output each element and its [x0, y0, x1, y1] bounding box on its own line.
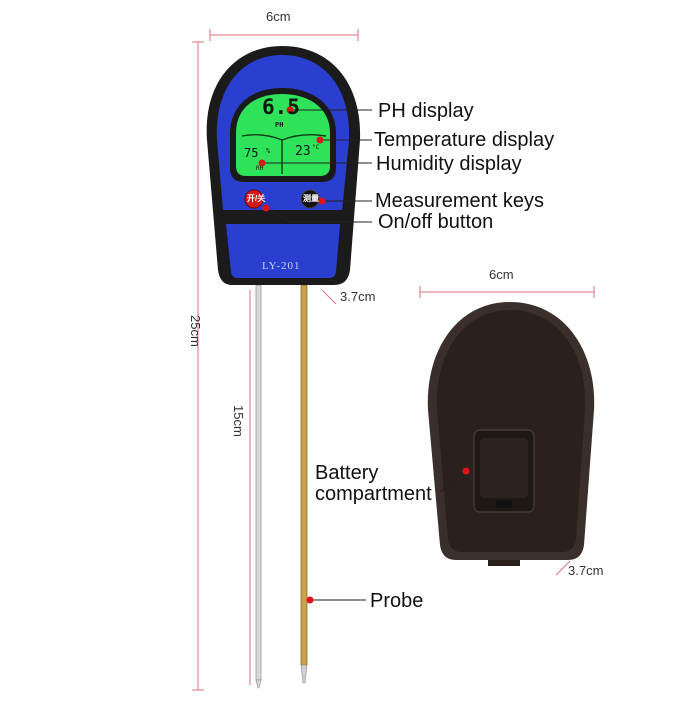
dimension-lines	[192, 29, 595, 691]
humidity-display-label: Humidity display	[376, 153, 522, 175]
power-callout-line-a	[265, 207, 291, 223]
measure-callout-dot	[318, 197, 326, 205]
probe-callout-dot	[306, 596, 314, 604]
back-thickness-line	[555, 560, 571, 576]
measure-button-shape	[300, 189, 320, 209]
silver-probe-tip	[255, 679, 262, 689]
power-button-shape	[244, 189, 264, 209]
humidity-callout-dot	[258, 159, 266, 167]
temperature-callout-dot	[316, 136, 324, 144]
power-button-label: 开/关	[247, 194, 266, 203]
callout-lines	[262, 109, 467, 601]
power-callout-dot	[262, 204, 270, 212]
back-thickness-label: 3.7cm	[568, 563, 604, 578]
gold-probe	[300, 284, 308, 666]
battery-label-line1: Battery	[315, 462, 379, 484]
front-thickness-label: 3.7cm	[340, 289, 376, 304]
battery-latch	[496, 500, 512, 508]
front-device	[206, 46, 361, 689]
device-band	[220, 210, 346, 222]
battery-label-line2: compartment	[315, 483, 432, 505]
on-off-button-label: On/off button	[378, 211, 494, 233]
gold-probe-tip	[300, 664, 308, 684]
measure-button-label: 测量	[303, 194, 319, 203]
humidity-unit: %	[266, 147, 271, 155]
battery-callout-dot	[462, 467, 470, 475]
device-face-lower	[226, 224, 340, 278]
lcd-dividers	[241, 133, 327, 174]
back-base-tab	[488, 560, 520, 566]
ph-reading: 6.5	[262, 95, 300, 119]
battery-callout-line	[439, 470, 467, 493]
measurement-keys-label: Measurement keys	[375, 190, 544, 212]
callout-dots	[258, 106, 470, 604]
total-length-label: 25cm	[188, 315, 203, 347]
probe-label: Probe	[370, 590, 424, 612]
ph-callout-dot	[286, 106, 294, 114]
silver-probe	[255, 284, 262, 681]
humidity-reading: 75	[244, 146, 259, 160]
lcd-screen	[236, 94, 330, 176]
model-label: LY-201	[262, 260, 301, 272]
front-width-label: 6cm	[266, 9, 291, 24]
ph-unit: PH	[275, 121, 284, 129]
back-width-label: 6cm	[489, 267, 514, 282]
humidity-tag: RH	[256, 165, 264, 172]
front-thickness-line	[321, 289, 337, 305]
back-device	[427, 302, 595, 566]
ph-display-label: PH display	[378, 100, 474, 122]
temperature-display-label: Temperature display	[374, 129, 555, 151]
temperature-unit: °C	[312, 144, 320, 151]
probe-length-label: 15cm	[231, 405, 246, 437]
battery-cover-grip	[480, 438, 528, 498]
temperature-reading: 23	[295, 144, 311, 159]
